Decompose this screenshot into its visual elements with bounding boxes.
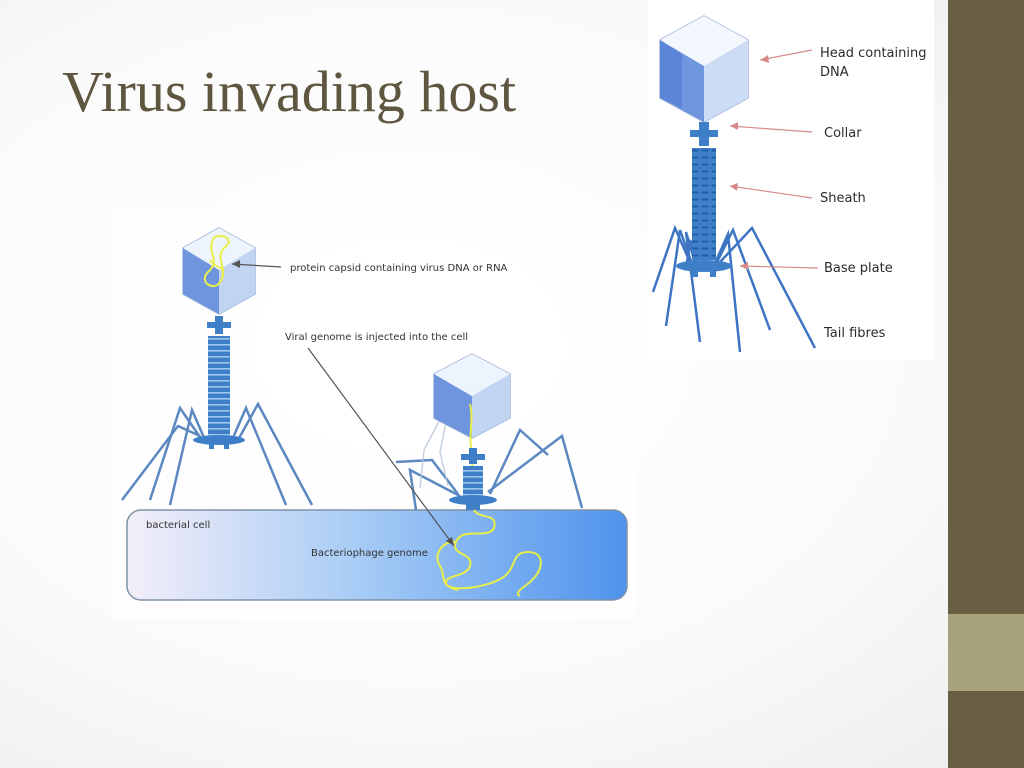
infection-diagram: protein capsid containing virus DNA or R… bbox=[112, 210, 637, 620]
slide-title: Virus invading host bbox=[62, 59, 517, 124]
injecting-phage bbox=[433, 353, 511, 510]
capsid-label: protein capsid containing virus DNA or R… bbox=[290, 263, 508, 274]
bacteriophage-genome-strand bbox=[436, 509, 542, 597]
bacteriophage-genome-label: Bacteriophage genome bbox=[311, 548, 428, 559]
right-phage-base-plate bbox=[676, 260, 732, 272]
collar-pointer bbox=[729, 125, 813, 133]
base-plate-label: Base plate bbox=[824, 261, 893, 276]
capsid-pointer bbox=[231, 263, 282, 268]
injecting-phage-base-plate bbox=[449, 495, 497, 505]
right-phage-sheath bbox=[692, 148, 716, 260]
left-phage-base-plate bbox=[193, 435, 245, 445]
left-phage-genome bbox=[203, 234, 230, 288]
left-phage-sheath bbox=[208, 336, 230, 436]
tail-fibres-label: Tail fibres bbox=[823, 326, 886, 341]
injecting-phage-tail-fibres bbox=[395, 427, 584, 511]
collar-label: Collar bbox=[824, 126, 862, 141]
sheath-pointer bbox=[729, 185, 813, 199]
injection-pointer bbox=[307, 347, 455, 547]
head-label-line1: Head containing bbox=[820, 46, 926, 61]
side-bar-accent bbox=[948, 614, 1024, 691]
head-label-line2: DNA bbox=[820, 65, 849, 80]
sheath-label: Sheath bbox=[820, 191, 866, 206]
labelled-phage-diagram: Head containing DNA Collar Sheath Base p… bbox=[651, 15, 926, 353]
phage-diagram: protein capsid containing virus DNA or R… bbox=[112, 15, 927, 620]
bacterial-cell-label: bacterial cell bbox=[146, 520, 210, 531]
injecting-phage-sheath bbox=[463, 466, 483, 496]
injection-label: Viral genome is injected into the cell bbox=[285, 332, 468, 343]
left-phage-tail-fibres bbox=[121, 401, 314, 506]
head-pointer bbox=[759, 49, 813, 61]
base-plate-pointer bbox=[739, 265, 819, 269]
